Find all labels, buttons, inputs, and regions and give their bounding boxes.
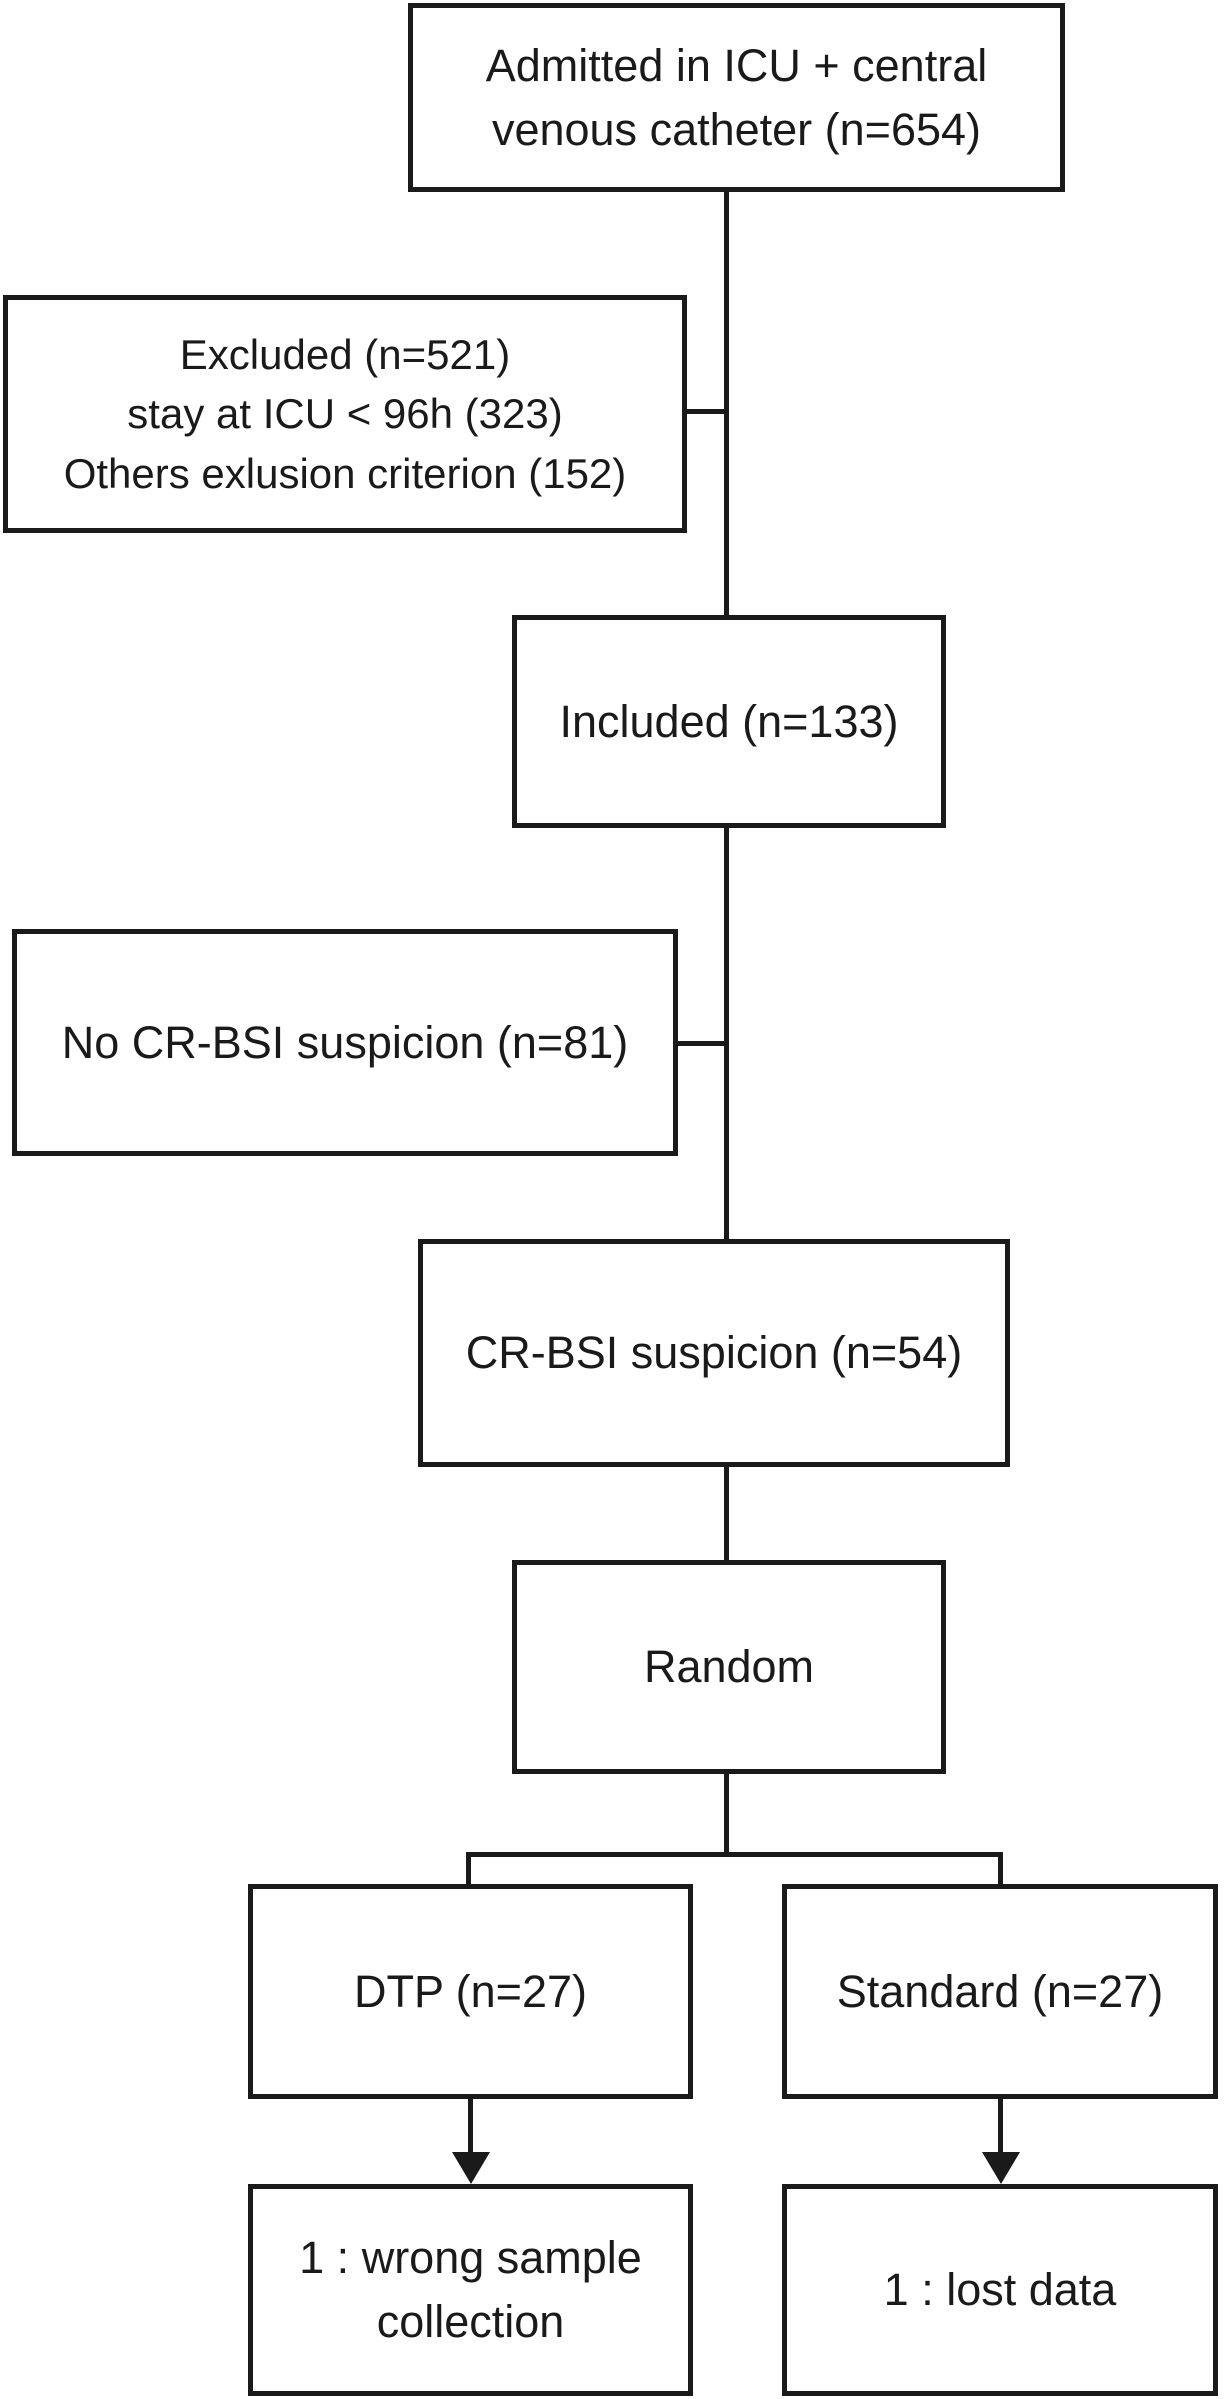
box-text-line: collection xyxy=(376,2296,565,2347)
random-box: Random xyxy=(512,1560,946,1774)
box-text-line: No CR-BSI suspicion (n=81) xyxy=(61,1016,629,1068)
dtp-arm-box: DTP (n=27) xyxy=(248,1884,693,2099)
box-text-line: Included (n=133) xyxy=(559,695,899,747)
box-text-line: Standard (n=27) xyxy=(836,1965,1164,2017)
dtp-outcome-box: 1 : wrong sample collection xyxy=(248,2184,693,2396)
box-text-line: Random xyxy=(643,1641,815,1693)
connector-split-to-standard xyxy=(998,1852,1003,1888)
box-text-line: Excluded (n=521) xyxy=(179,330,511,378)
no-crbsi-suspicion-box: No CR-BSI suspicion (n=81) xyxy=(12,929,678,1156)
connector-excluded-branch xyxy=(683,409,729,414)
connector-no-suspicion-branch xyxy=(671,1041,729,1046)
box-text-line: CR-BSI suspicion (n=54) xyxy=(465,1327,963,1379)
excluded-box: Excluded (n=521) stay at ICU < 96h (323)… xyxy=(3,295,687,533)
box-text-line: stay at ICU < 96h (323) xyxy=(127,390,563,438)
standard-outcome-box: 1 : lost data xyxy=(782,2184,1218,2396)
crbsi-suspicion-box: CR-BSI suspicion (n=54) xyxy=(418,1239,1010,1467)
arrow-stem-dtp-outcome xyxy=(468,2097,473,2155)
arrow-stem-standard-outcome xyxy=(998,2097,1003,2155)
connector-split-to-dtp xyxy=(466,1852,471,1888)
connector-included-to-suspicion xyxy=(724,825,729,1245)
connector-admitted-to-included xyxy=(724,190,729,620)
included-box: Included (n=133) xyxy=(512,615,946,828)
split-bar xyxy=(466,1852,1003,1857)
box-text-line: DTP (n=27) xyxy=(353,1965,588,2017)
box-text-line: 1 : lost data xyxy=(883,2264,1117,2316)
box-text-line: venous catheter (n=654) xyxy=(491,103,982,155)
down-arrowhead-icon xyxy=(982,2152,1020,2184)
box-text-line: Others exlusion criterion (152) xyxy=(63,449,627,497)
down-arrowhead-icon xyxy=(452,2152,490,2184)
connector-suspicion-to-random xyxy=(724,1464,729,1564)
box-text-line: Admitted in ICU + central xyxy=(485,39,988,91)
connector-random-to-split xyxy=(724,1772,729,1857)
admitted-box: Admitted in ICU + central venous cathete… xyxy=(408,3,1065,192)
box-text-line: 1 : wrong sample xyxy=(299,2232,642,2284)
standard-arm-box: Standard (n=27) xyxy=(782,1884,1218,2099)
